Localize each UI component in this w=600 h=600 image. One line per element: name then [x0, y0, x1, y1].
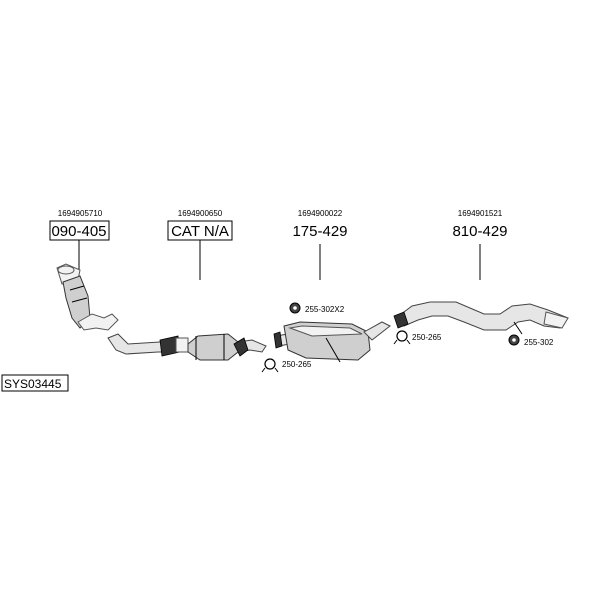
- accessory-label: 250-265: [412, 333, 442, 342]
- oe-number-label: 1694905710: [58, 209, 103, 218]
- pipe-clamp-icon: [393, 330, 411, 345]
- part-090-405[interactable]: 1694905710 090-405: [49, 209, 119, 331]
- catalytic-converter-front-icon: [56, 263, 119, 331]
- front-pipe-with-catalyst-icon: [107, 333, 267, 361]
- oe-number-label: 1694900022: [298, 209, 343, 218]
- rubber-hanger-icon: [289, 302, 301, 314]
- accessory-hanger-rear[interactable]: 255-302: [508, 334, 554, 347]
- accessory-hanger-pair[interactable]: 255-302X2: [289, 302, 345, 314]
- part-number-label: 810-429: [452, 223, 507, 240]
- part-175-429[interactable]: 1694900022 175-429: [273, 209, 391, 363]
- pipe-clamp-icon: [261, 358, 279, 373]
- system-code-box: [1, 374, 69, 392]
- oe-number-label: 1694901521: [458, 209, 503, 218]
- part-810-429[interactable]: 1694901521 810-429: [393, 209, 569, 335]
- part-cat-na[interactable]: 1694900650 CAT N/A: [107, 209, 267, 361]
- part-number-label: 175-429: [292, 223, 347, 240]
- part-number-label: 090-405: [51, 223, 106, 240]
- tail-pipe-icon: [393, 301, 569, 335]
- oe-number-label: 1694900650: [178, 209, 223, 218]
- middle-silencer-icon: [273, 321, 391, 363]
- accessory-label: 250-265: [282, 360, 312, 369]
- accessory-label: 255-302: [524, 338, 554, 347]
- accessory-clamp-front[interactable]: 250-265: [261, 358, 312, 373]
- system-code-label: SYS03445: [4, 377, 62, 391]
- system-code: SYS03445: [1, 374, 69, 392]
- rubber-hanger-icon: [508, 334, 520, 346]
- part-number-label: CAT N/A: [171, 223, 229, 240]
- accessory-label: 255-302X2: [305, 305, 345, 314]
- accessory-clamp-middle[interactable]: 250-265: [393, 330, 442, 345]
